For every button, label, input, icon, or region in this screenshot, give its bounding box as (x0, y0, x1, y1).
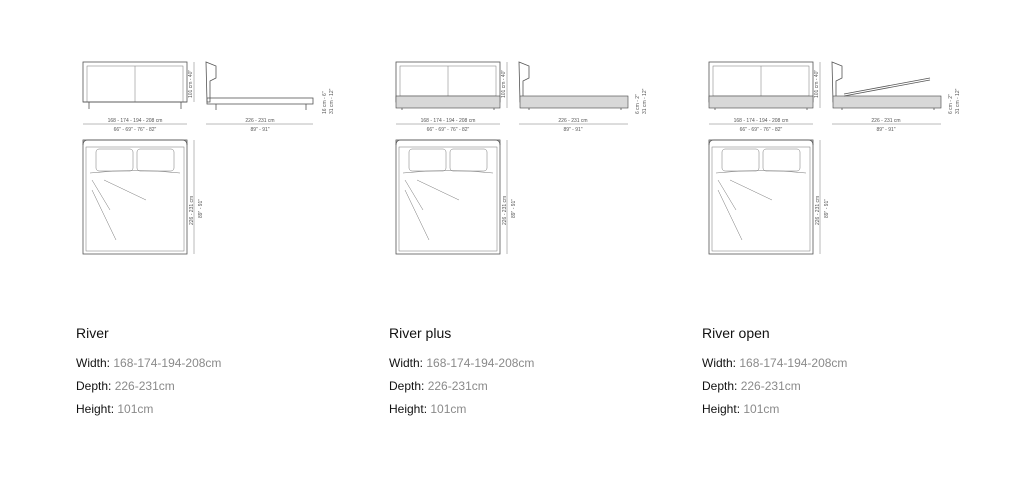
height-value: 101cm (743, 402, 780, 416)
plan-depth-in-dim: 89" - 91" (824, 199, 830, 218)
width-value: 168-174-194-208cm (739, 356, 848, 370)
side-height-2-dim: 31 cm - 12" (642, 88, 648, 114)
front-view: 101 cm - 40" 168 - 174 - 194 - 208 cm 66… (708, 61, 821, 133)
plan-depth-in-dim: 89" - 91" (511, 199, 517, 218)
product-river-open: 101 cm - 40" 168 - 174 - 194 - 208 cm 66… (702, 40, 1002, 440)
product-name: River (76, 325, 109, 341)
side-height-2-dim: 31 cm - 12" (329, 88, 335, 114)
plan-depth-cm-dim: 226 - 231 cm (502, 196, 508, 225)
height-label: Height: (76, 402, 115, 416)
plan-depth-in-dim: 89" - 91" (198, 199, 204, 218)
side-view: 226 - 231 cm 89" - 91" 6 cm - 2" 31 cm -… (831, 61, 961, 133)
product-name: River open (702, 325, 770, 341)
front-height-dim: 101 cm - 40" (188, 70, 194, 98)
depth-value: 226-231cm (427, 379, 488, 393)
depth-row: Depth: 226-231cm (76, 375, 221, 398)
height-value: 101cm (117, 402, 154, 416)
plan-view: 226 - 231 cm 89" - 91" (395, 139, 517, 255)
side-height-1-dim: 6 cm - 2" (635, 94, 641, 114)
depth-row: Depth: 226-231cm (702, 375, 847, 398)
depth-value: 226-231cm (114, 379, 175, 393)
height-label: Height: (702, 402, 741, 416)
front-width-in-dim: 66" - 69" - 76" - 82" (114, 127, 157, 133)
height-row: Height: 101cm (702, 398, 847, 421)
product-river: 101 cm - 40" 168 - 174 - 194 - 208 cm 66… (76, 40, 376, 440)
width-value: 168-174-194-208cm (113, 356, 222, 370)
height-row: Height: 101cm (76, 398, 221, 421)
depth-row: Depth: 226-231cm (389, 375, 534, 398)
side-depth-in-dim: 89" - 91" (876, 127, 895, 133)
product-specs: River open Width: 168-174-194-208cm Dept… (702, 324, 847, 421)
technical-drawing: 101 cm - 40" 168 - 174 - 194 - 208 cm 66… (395, 61, 648, 255)
product-river-plus: 101 cm - 40" 168 - 174 - 194 - 208 cm 66… (389, 40, 689, 440)
width-row: Width: 168-174-194-208cm (702, 352, 847, 375)
technical-drawing: 101 cm - 40" 168 - 174 - 194 - 208 cm 66… (708, 61, 961, 255)
side-depth-cm-dim: 226 - 231 cm (245, 118, 274, 124)
front-width-in-dim: 66" - 69" - 76" - 82" (740, 127, 783, 133)
side-height-1-dim: 6 cm - 2" (948, 94, 954, 114)
product-specs: River plus Width: 168-174-194-208cm Dept… (389, 324, 534, 421)
front-view: 101 cm - 40" 168 - 174 - 194 - 208 cm 66… (395, 61, 508, 133)
technical-drawing: 101 cm - 40" 168 - 174 - 194 - 208 cm 66… (82, 61, 335, 255)
depth-label: Depth: (702, 379, 738, 393)
front-width-cm-dim: 168 - 174 - 194 - 208 cm (734, 118, 789, 124)
height-row: Height: 101cm (389, 398, 534, 421)
plan-depth-cm-dim: 226 - 231 cm (189, 196, 195, 225)
side-depth-in-dim: 89" - 91" (563, 127, 582, 133)
plan-view: 226 - 231 cm 89" - 91" (82, 139, 204, 255)
front-width-in-dim: 66" - 69" - 76" - 82" (427, 127, 470, 133)
plan-depth-cm-dim: 226 - 231 cm (815, 196, 821, 225)
side-depth-cm-dim: 226 - 231 cm (558, 118, 587, 124)
product-specs: River Width: 168-174-194-208cm Depth: 22… (76, 324, 221, 421)
width-row: Width: 168-174-194-208cm (76, 352, 221, 375)
width-label: Width: (76, 356, 111, 370)
depth-label: Depth: (76, 379, 112, 393)
side-depth-in-dim: 89" - 91" (250, 127, 269, 133)
height-label: Height: (389, 402, 428, 416)
side-view: 226 - 231 cm 89" - 91" 6 cm - 2" 31 cm -… (518, 61, 648, 133)
width-row: Width: 168-174-194-208cm (389, 352, 534, 375)
width-label: Width: (389, 356, 424, 370)
height-value: 101cm (430, 402, 467, 416)
side-view: 226 - 231 cm 89" - 91" 16 cm - 6" 31 cm … (205, 61, 335, 133)
product-name: River plus (389, 325, 452, 341)
plan-view: 226 - 231 cm 89" - 91" (708, 139, 830, 255)
front-view: 101 cm - 40" 168 - 174 - 194 - 208 cm 66… (82, 61, 195, 133)
front-width-cm-dim: 168 - 174 - 194 - 208 cm (421, 118, 476, 124)
side-depth-cm-dim: 226 - 231 cm (871, 118, 900, 124)
front-height-dim: 101 cm - 40" (814, 70, 820, 98)
front-height-dim: 101 cm - 40" (501, 70, 507, 98)
front-width-cm-dim: 168 - 174 - 194 - 208 cm (108, 118, 163, 124)
width-label: Width: (702, 356, 737, 370)
side-height-2-dim: 31 cm - 12" (955, 88, 961, 114)
width-value: 168-174-194-208cm (426, 356, 535, 370)
depth-value: 226-231cm (740, 379, 801, 393)
depth-label: Depth: (389, 379, 425, 393)
side-height-1-dim: 16 cm - 6" (322, 91, 328, 114)
